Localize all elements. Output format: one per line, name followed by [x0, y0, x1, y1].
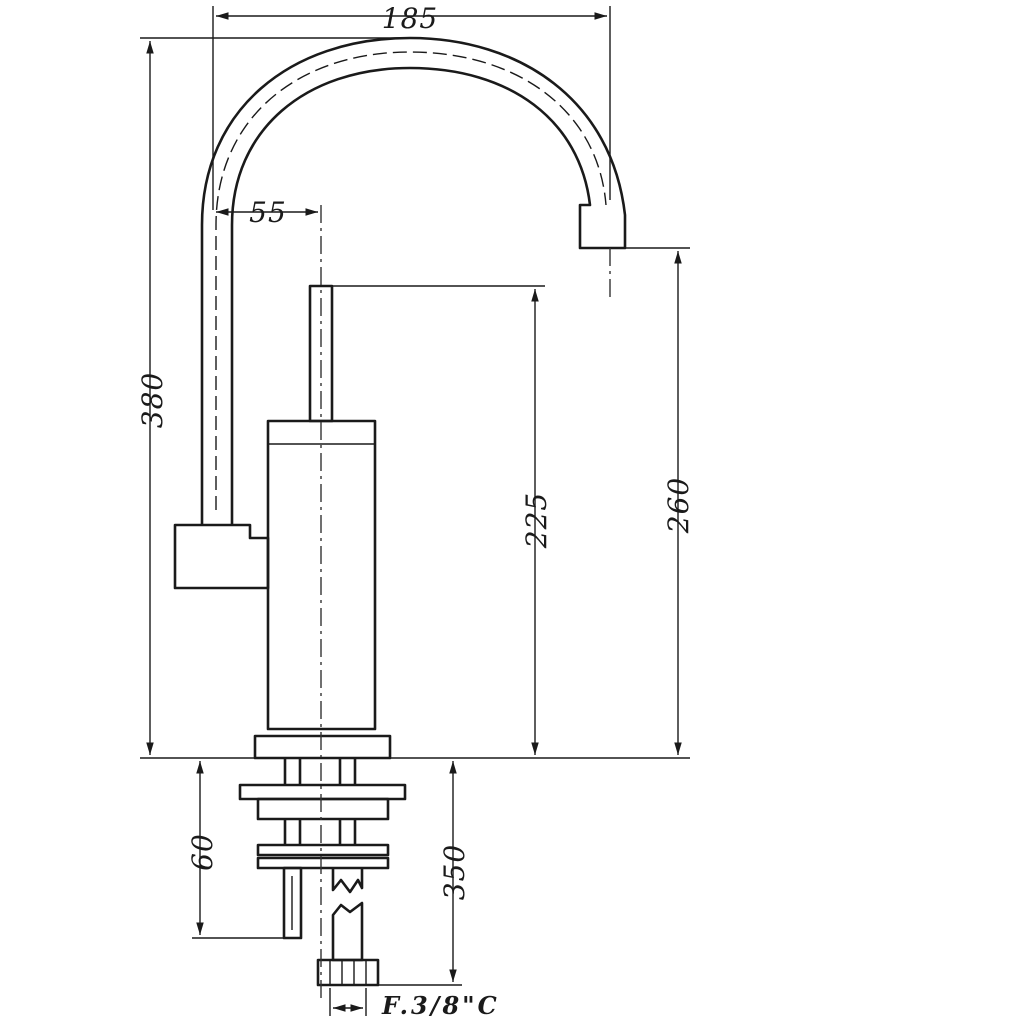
dimension-label-225: 225 [520, 492, 553, 549]
dimension-225: 225 [332, 285, 553, 755]
dimension-label-185: 185 [382, 2, 438, 35]
dimension-260: 260 [625, 247, 695, 755]
mounting-hardware [238, 758, 407, 940]
dimension-label-350: 350 [438, 844, 471, 900]
spout-base-block [173, 523, 270, 590]
dimension-185: 185 [212, 2, 611, 210]
dimension-380: 380 [136, 37, 690, 759]
thread-spec-label: F.3/8"C [381, 991, 500, 1020]
dimension-60: 60 [186, 761, 290, 939]
dimension-55: 55 [216, 196, 318, 229]
supply-hose [316, 868, 380, 987]
dimension-label-380: 380 [136, 372, 169, 428]
thread-callout: F.3/8"C [329, 988, 500, 1020]
dimension-label-55: 55 [249, 196, 287, 229]
dimension-label-60: 60 [186, 833, 219, 871]
centerline [320, 205, 611, 1000]
base-flange [253, 734, 392, 760]
dimension-350: 350 [378, 761, 471, 986]
gooseneck-spout [200, 36, 627, 525]
dimension-label-260: 260 [662, 477, 695, 534]
faucet-body [266, 419, 377, 731]
